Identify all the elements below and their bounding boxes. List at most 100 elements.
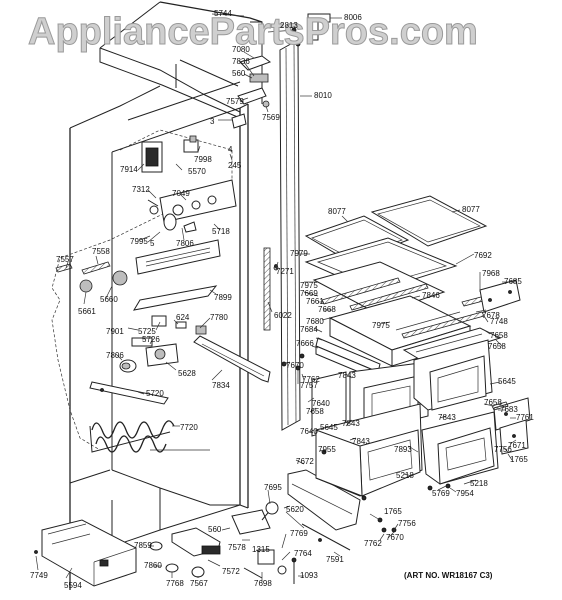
kickplate-7591 <box>261 469 361 551</box>
part-label: 7569 <box>262 113 280 122</box>
part-label: 7692 <box>474 251 492 260</box>
knob-7806 <box>119 359 137 373</box>
part-label: 7567 <box>190 579 208 588</box>
rail-7683 <box>491 397 531 455</box>
part-label: 7846 <box>422 291 440 300</box>
part-label: 5718 <box>212 227 230 236</box>
part-label: 7670 <box>386 533 404 542</box>
part-label: 7761 <box>516 413 534 422</box>
part-label: 7769 <box>290 529 308 538</box>
damper-control-parts <box>131 315 207 367</box>
part-label: 8077 <box>328 207 346 216</box>
part-label: 7762 <box>302 375 320 384</box>
part-label: 7975 <box>300 281 318 290</box>
part-label: 7979 <box>290 249 308 258</box>
part-label: 7843 <box>438 413 456 422</box>
cover-7658 <box>402 327 502 363</box>
part-label: 5725 <box>138 327 156 336</box>
rail-7661 <box>321 277 429 311</box>
part-label: 7572 <box>222 567 240 576</box>
part-label: 2813 <box>280 21 298 30</box>
part-label: 7756 <box>494 445 512 454</box>
part-label: 7975 <box>372 321 390 330</box>
part-label: 5769 <box>432 489 450 498</box>
part-label: 5744 <box>214 9 232 18</box>
part-label: 3 <box>210 117 215 126</box>
part-label: 7640 <box>312 399 330 408</box>
art-number: (ART NO. WR18167 C3) <box>404 571 493 580</box>
part-label: 5660 <box>100 295 118 304</box>
part-label: 5620 <box>286 505 304 514</box>
control-housing <box>51 129 237 451</box>
part-label: 7756 <box>398 519 416 528</box>
part-label: 7806 <box>176 239 194 248</box>
part-label: 7669 <box>300 289 318 298</box>
part-label: 5720 <box>146 389 164 398</box>
part-label: 7720 <box>180 423 198 432</box>
rail-7685 <box>479 279 521 313</box>
part-label: 7768 <box>166 579 184 588</box>
part-label: 4 <box>228 145 233 154</box>
part-label: 7683 <box>500 405 518 414</box>
part-label: 7312 <box>132 185 150 194</box>
part-label: 7658 <box>490 331 508 340</box>
part-label: 7843 <box>352 437 370 446</box>
mullion-strip-8010 <box>279 39 301 431</box>
part-label: 6022 <box>274 311 292 320</box>
part-label: 7640 <box>300 427 318 436</box>
part-label: 7748 <box>490 317 508 326</box>
shelf-8077-right <box>370 195 488 247</box>
part-label: 560 <box>208 525 222 534</box>
part-label: 7954 <box>456 489 474 498</box>
part-label: 7670 <box>286 361 304 370</box>
part-label: 7671 <box>508 441 526 450</box>
part-label: 1315 <box>252 545 270 554</box>
part-label: 7271 <box>276 267 294 276</box>
light-cover-7899 <box>132 239 221 311</box>
leader-lines <box>35 13 517 582</box>
part-label: 5 <box>150 239 155 248</box>
part-label: 5594 <box>64 581 82 590</box>
part-label: 7998 <box>194 155 212 164</box>
part-label: 5218 <box>470 479 488 488</box>
part-label: 7578 <box>228 543 246 552</box>
part-label: 5645 <box>498 377 516 386</box>
heater-coil-7720 <box>89 420 175 453</box>
part-label: 7749 <box>30 571 48 580</box>
part-label: 7834 <box>212 381 230 390</box>
part-label: 7899 <box>214 293 232 302</box>
part-label: 5628 <box>178 369 196 378</box>
part-label: 1765 <box>510 455 528 464</box>
part-label: 7955 <box>318 445 336 454</box>
part-label: 245 <box>228 161 242 170</box>
part-label: 7579 <box>226 97 244 106</box>
part-label: 7859 <box>134 541 152 550</box>
part-label: 7914 <box>120 165 138 174</box>
part-label: 5661 <box>78 307 96 316</box>
part-label: 7668 <box>318 305 336 314</box>
part-label: 7901 <box>106 327 124 336</box>
part-label: 7698 <box>254 579 272 588</box>
duct-cover-7834 <box>193 335 271 383</box>
part-label: 7557 <box>56 255 74 264</box>
part-label: 7893 <box>394 445 412 454</box>
part-label: 7049 <box>172 189 190 198</box>
part-label: 7685 <box>504 277 522 286</box>
part-label: 7666 <box>296 339 314 348</box>
part-label: 5645 <box>320 423 338 432</box>
part-label: 7680 <box>306 317 324 326</box>
part-label: 7672 <box>296 457 314 466</box>
part-label: 5218 <box>396 471 414 480</box>
part-label: 5570 <box>188 167 206 176</box>
part-label: 7558 <box>92 247 110 256</box>
part-label: 7764 <box>294 549 312 558</box>
part-label: 7995 <box>130 237 148 246</box>
watermark-text: AppliancePartsPros.com <box>28 11 478 53</box>
part-label: 7762 <box>364 539 382 548</box>
bottom-hinge-parts <box>149 509 297 584</box>
part-label: 7695 <box>264 483 282 492</box>
cabinet-body <box>69 1 263 590</box>
part-label: 1093 <box>300 571 318 580</box>
